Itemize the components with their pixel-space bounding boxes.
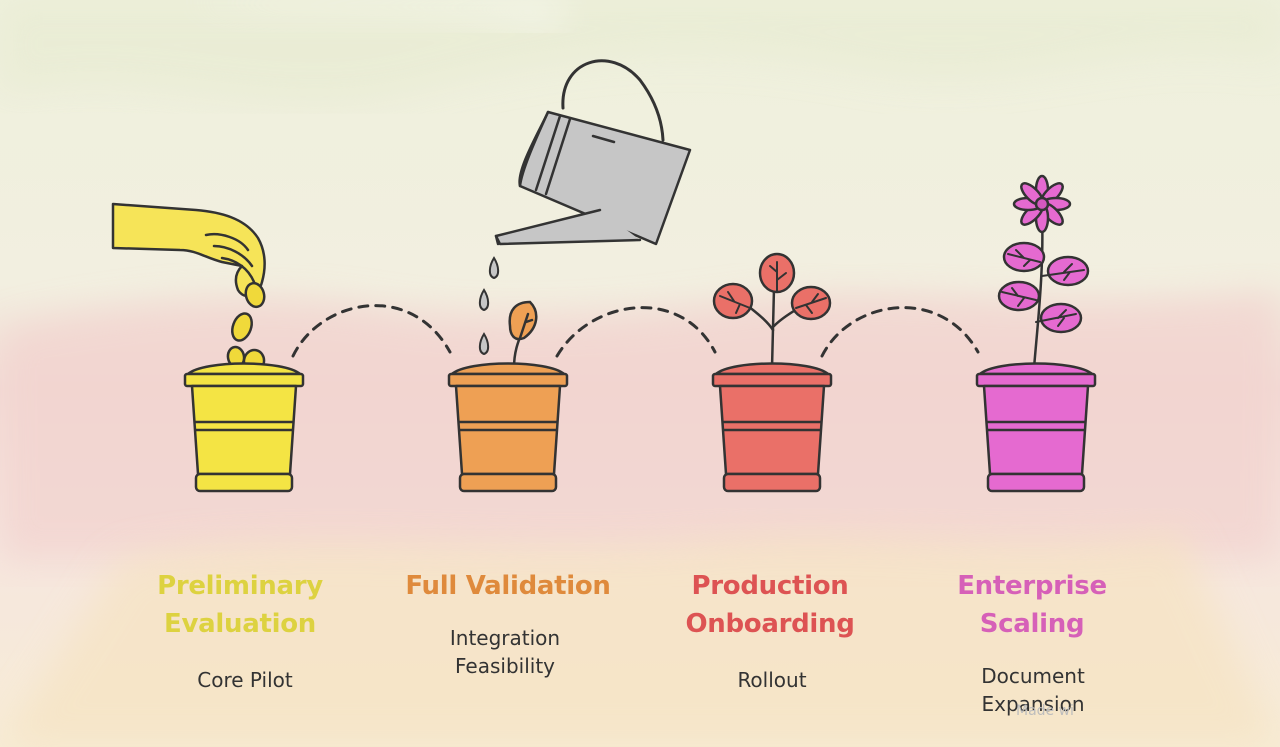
pot-soil: [714, 362, 830, 376]
connector-2: [555, 306, 717, 358]
pot-3: [711, 362, 833, 493]
connector-1: [291, 304, 452, 358]
pot-base: [458, 472, 558, 493]
pot-1: [183, 362, 305, 493]
pot-rim: [711, 372, 833, 388]
pot-base: [986, 472, 1086, 493]
stage-2-title: Full Validation: [405, 571, 611, 601]
stage-4-title: Enterprise Scaling: [957, 571, 1107, 639]
watermark: Made wi: [1016, 703, 1074, 719]
pot-base: [194, 472, 294, 493]
pot-soil: [186, 362, 302, 376]
pot-rim: [447, 372, 569, 388]
watering-can-icon: [494, 59, 692, 246]
flowering-plant-icon: [997, 174, 1090, 370]
pot-2: [447, 362, 569, 493]
stage-3-subtitle: Rollout: [737, 668, 807, 692]
stage-4-subtitle: Document Expansion: [981, 664, 1085, 716]
stage-1-title: Preliminary Evaluation: [157, 571, 323, 639]
pot-rim: [975, 372, 1097, 388]
pot-soil: [450, 362, 566, 376]
flower-pots: [183, 362, 1097, 493]
connector-3: [820, 306, 980, 358]
stage-2-subtitle: Integration Feasibility: [449, 626, 561, 678]
water-drops: [478, 256, 500, 356]
pot-soil: [978, 362, 1094, 376]
sapling-icon: [712, 252, 832, 370]
dashed-connectors: [291, 304, 980, 358]
pot-rim: [183, 372, 305, 388]
pot-4: [975, 362, 1097, 493]
pot-base: [722, 472, 822, 493]
stage-3-title: Production Onboarding: [685, 571, 855, 639]
stage-1-subtitle: Core Pilot: [197, 668, 293, 692]
